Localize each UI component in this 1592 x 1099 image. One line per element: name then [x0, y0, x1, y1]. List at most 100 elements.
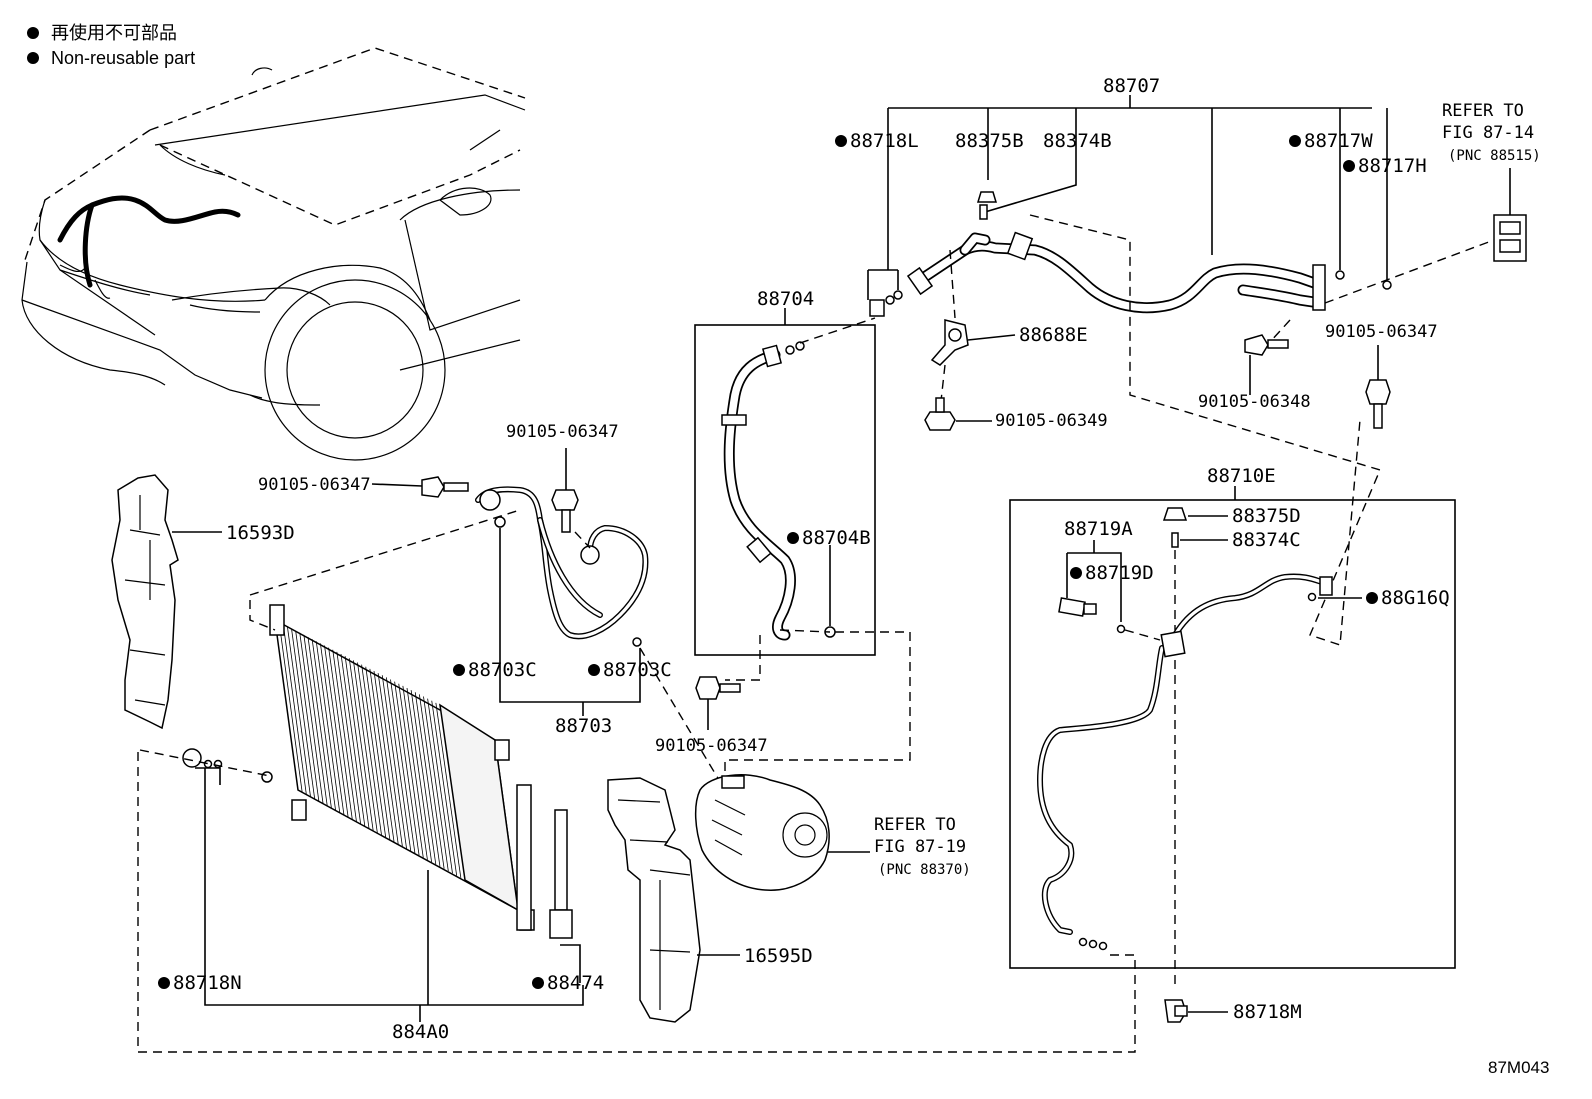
bolt-06347-top-icon [551, 489, 579, 533]
fin-line [286, 626, 311, 797]
label-88374B: 88374B [1043, 130, 1112, 152]
callout-labels: 88707 88718L 88375B 88374B 88717W 88717H… [158, 75, 1549, 1077]
vehicle-sketch [21, 47, 526, 461]
refer1-line2: FIG 87-14 [1442, 123, 1534, 143]
label-88718M: 88718M [1233, 1001, 1302, 1023]
fin-line [377, 673, 403, 847]
fin-line [282, 624, 307, 795]
fin-line [299, 632, 324, 804]
fin-line [352, 660, 378, 833]
label-88688E: 88688E [1019, 324, 1088, 346]
pressure-switch-icon [1058, 597, 1097, 617]
non-reusable-dot-icon [1289, 135, 1301, 147]
bolt-06349-icon [924, 397, 956, 431]
bolt-06348-icon [1244, 334, 1289, 356]
label-90105-06347-mid: 90105-06347 [655, 736, 768, 756]
label-88474: 88474 [547, 972, 604, 994]
suction-hose-group [867, 95, 1527, 646]
label-16593D: 16593D [226, 522, 295, 544]
fin-line [319, 643, 345, 815]
refer2-line2: FIG 87-19 [874, 837, 966, 857]
fin-line [361, 664, 387, 838]
non-reusable-dot-icon [158, 977, 170, 989]
legend-jp: 再使用不可部品 [51, 23, 177, 43]
fin-line [394, 681, 420, 856]
label-88374C: 88374C [1232, 529, 1301, 551]
label-88707: 88707 [1103, 75, 1160, 97]
fin-line [315, 641, 341, 813]
fin-line [410, 690, 437, 865]
refer1-line1: REFER TO [1442, 101, 1524, 121]
label-90105-06347-left: 90105-06347 [258, 475, 371, 495]
fin-line [311, 639, 336, 811]
condenser-884A0 [139, 509, 584, 1022]
label-16595D: 16595D [744, 945, 813, 967]
fin-line [414, 692, 441, 867]
label-90105-06347-top: 90105-06347 [506, 422, 619, 442]
label-90105-06349: 90105-06349 [995, 411, 1108, 431]
fin-line [390, 679, 416, 854]
fin-line [398, 683, 424, 858]
fin-line [402, 685, 428, 860]
condenser-fins [278, 622, 462, 878]
fin-line [357, 662, 382, 836]
label-88718N: 88718N [173, 972, 242, 994]
air-guide-16593D [111, 474, 222, 730]
bolt-06347-right-icon [1365, 379, 1391, 429]
bolt-06347-mid-icon [695, 676, 741, 700]
legend-en: Non-reusable part [51, 48, 195, 68]
clip-88718M-icon [1164, 999, 1188, 1023]
label-88717W: 88717W [1304, 130, 1373, 152]
fin-line [278, 622, 303, 793]
refer2-line3: (PNC 88370) [878, 862, 971, 878]
label-88704: 88704 [757, 288, 814, 310]
label-90105-06348: 90105-06348 [1198, 392, 1311, 412]
label-88G16Q: 88G16Q [1381, 587, 1450, 609]
non-reusable-dot-icon [835, 135, 847, 147]
fin-line [340, 653, 366, 827]
label-88710E: 88710E [1207, 465, 1276, 487]
label-90105-06347-right: 90105-06347 [1325, 322, 1438, 342]
non-reusable-dot-icon [1366, 592, 1378, 604]
fin-line [291, 628, 316, 800]
fin-line [328, 647, 353, 820]
fin-line [406, 687, 432, 863]
fin-line [373, 670, 399, 845]
fin-line [381, 675, 407, 849]
label-88718L: 88718L [850, 130, 919, 152]
non-reusable-dot-icon [1070, 567, 1082, 579]
fin-line [295, 630, 320, 802]
fin-line [431, 700, 458, 876]
label-88717H: 88717H [1358, 155, 1427, 177]
non-reusable-dot-icon [1343, 160, 1355, 172]
refer-connector-icon [1493, 214, 1527, 262]
non-reusable-dot-icon [588, 664, 600, 676]
fin-line [348, 658, 374, 831]
fin-line [324, 645, 349, 818]
legend-dot-icon [27, 52, 39, 64]
label-88703C-right: 88703C [603, 659, 672, 681]
label-88719A: 88719A [1064, 518, 1133, 540]
label-884A0: 884A0 [392, 1021, 449, 1043]
fin-line [418, 694, 445, 869]
figure-id: 87M043 [1488, 1058, 1549, 1077]
refer1-line3: (PNC 88515) [1448, 148, 1541, 164]
fin-line [336, 651, 362, 824]
label-88375B: 88375B [955, 130, 1024, 152]
legend-dot-icon [27, 27, 39, 39]
fin-line [307, 636, 332, 809]
label-88375D: 88375D [1232, 505, 1301, 527]
fin-line [427, 698, 453, 874]
label-88703C-left: 88703C [468, 659, 537, 681]
non-reusable-dot-icon [532, 977, 544, 989]
label-88719D: 88719D [1085, 562, 1154, 584]
fin-line [435, 702, 462, 878]
bolt-06347-left-icon [421, 476, 469, 498]
label-88703: 88703 [555, 715, 612, 737]
legend: 再使用不可部品 Non-reusable part [27, 23, 195, 68]
fin-line [423, 696, 449, 872]
fin-line [332, 649, 357, 822]
fin-line [385, 677, 412, 851]
refer2-line1: REFER TO [874, 815, 956, 835]
